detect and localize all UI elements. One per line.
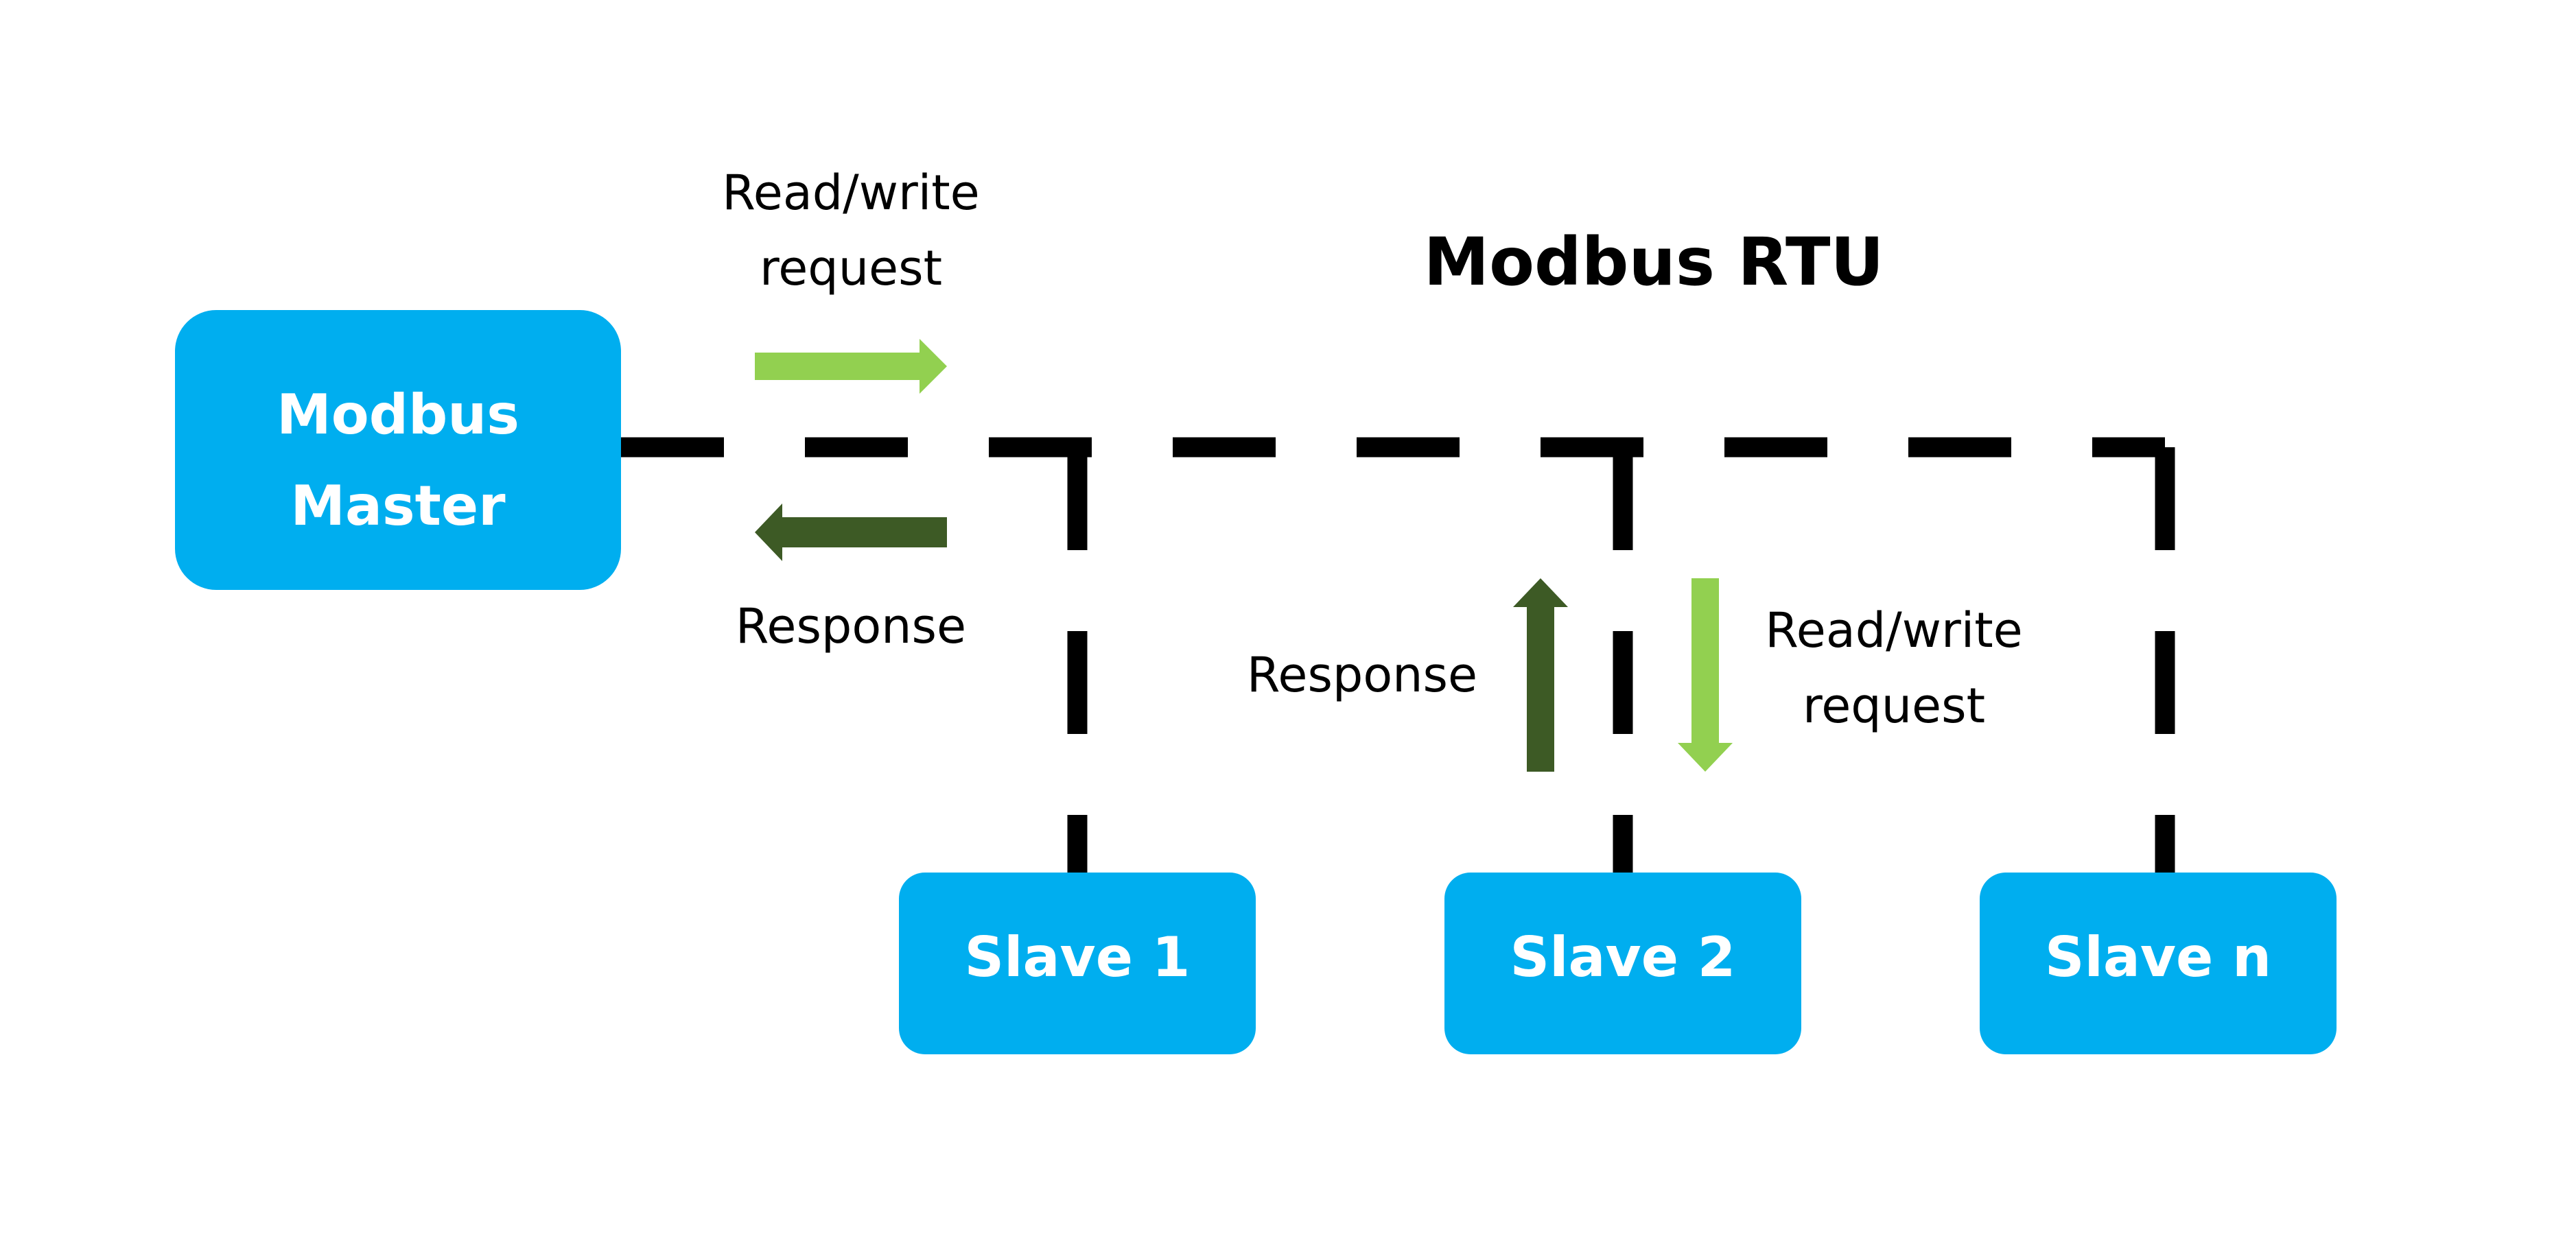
slave-request-label-line2: request xyxy=(1803,678,1985,734)
slave-response-label: Response xyxy=(1247,647,1477,703)
slave-node-2: Slave 2 xyxy=(1444,873,1801,1054)
master-node: Modbus Master xyxy=(175,310,621,590)
master-request-label-line1: Read/write xyxy=(722,165,979,221)
master-box xyxy=(175,310,621,590)
request-arrow-right-icon xyxy=(755,339,947,394)
slave-box-2 xyxy=(1444,873,1801,1054)
slave-request-label-line1: Read/write xyxy=(1765,602,2022,659)
slave-request-group: Read/write request xyxy=(1678,578,2023,772)
slave-label-1: Slave 1 xyxy=(965,925,1191,989)
master-label-line2: Master xyxy=(290,474,506,538)
diagram-title: Modbus RTU xyxy=(1424,224,1884,300)
slave-label-2: Slave 2 xyxy=(1510,925,1736,989)
slave-box-n xyxy=(1980,873,2337,1054)
master-response-label: Response xyxy=(736,598,966,654)
response-arrow-left-icon xyxy=(755,503,947,561)
slave-response-group: Response xyxy=(1247,578,1568,772)
request-arrow-down-icon xyxy=(1678,578,1733,772)
slave-node-1: Slave 1 xyxy=(899,873,1256,1054)
slave-box-1 xyxy=(899,873,1256,1054)
master-label-line1: Modbus xyxy=(277,383,519,447)
master-response-group: Response xyxy=(736,503,966,654)
bus-network xyxy=(621,437,2175,873)
slave-label-n: Slave n xyxy=(2045,925,2271,989)
response-arrow-up-icon xyxy=(1513,578,1568,772)
master-request-group: Read/write request xyxy=(722,165,980,394)
slave-node-n: Slave n xyxy=(1980,873,2337,1054)
master-request-label-line2: request xyxy=(760,240,942,296)
